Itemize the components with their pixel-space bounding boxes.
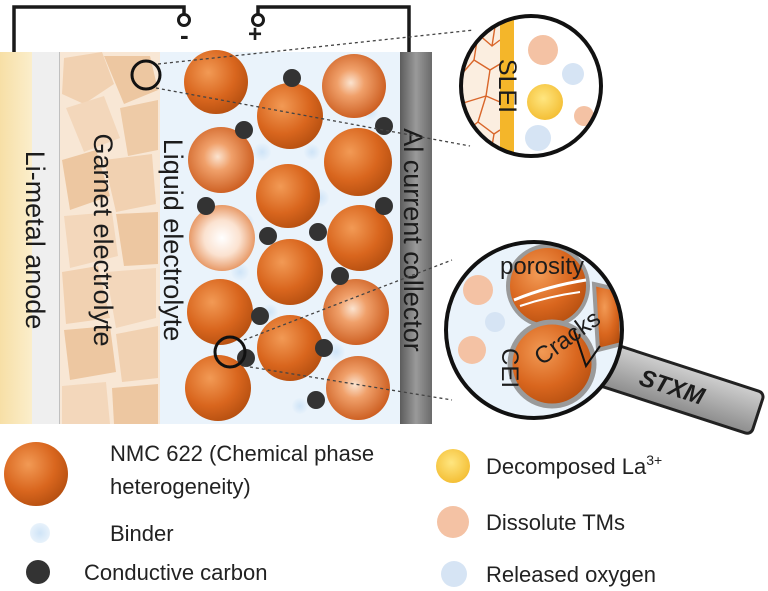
al-current-collector	[400, 52, 432, 424]
zoom-connector-lines	[155, 29, 475, 401]
cei-label: CEI	[496, 348, 523, 388]
li-metal-anode-label: Li-metal anode	[20, 151, 50, 330]
legend-la-swatch	[436, 449, 470, 483]
negative-terminal	[177, 13, 191, 27]
legend: NMC 622 (Chemical phase heterogeneity) B…	[4, 441, 662, 587]
al-current-collector-label: Al current collector	[398, 128, 428, 352]
legend-nmc-label-line2: heterogeneity)	[110, 474, 251, 499]
negative-sign: -	[180, 20, 189, 50]
nmc-particles	[184, 50, 393, 421]
legend-tms-label: Dissolute TMs	[486, 510, 625, 535]
conductive-carbon-particles	[197, 69, 393, 409]
garnet-grains	[62, 52, 158, 424]
slei-zoom-inset	[459, 14, 603, 158]
legend-oxygen-swatch	[441, 561, 467, 587]
garnet-electrolyte-label: Garnet electrolyte	[88, 133, 118, 346]
legend-carbon-swatch	[26, 560, 50, 584]
zoom-marker-bottom	[213, 335, 247, 369]
li-metal-anode-layer	[0, 52, 32, 424]
positive-sign: +	[248, 21, 262, 48]
legend-nmc-swatch	[4, 442, 68, 506]
svg-text:Decomposed La3+: Decomposed La3+	[486, 452, 662, 479]
legend-oxygen-label: Released oxygen	[486, 562, 656, 587]
legend-carbon-label: Conductive carbon	[84, 560, 267, 585]
liquid-electrolyte-label: Liquid electrolyte	[158, 139, 188, 342]
slei-label: SLEI	[493, 59, 521, 113]
anode-interphase	[32, 52, 60, 424]
positive-terminal	[251, 13, 265, 27]
legend-nmc-label-line1: NMC 622 (Chemical phase	[110, 441, 374, 466]
zoom-marker-top	[130, 59, 162, 91]
external-circuit	[12, 5, 411, 52]
legend-la-superscript: 3+	[646, 452, 662, 468]
porosity-label: porosity	[500, 253, 584, 280]
legend-tms-swatch	[437, 506, 469, 538]
legend-la-label: Decomposed La	[486, 454, 647, 479]
legend-binder-label: Binder	[110, 521, 174, 546]
legend-binder-swatch	[30, 523, 50, 543]
